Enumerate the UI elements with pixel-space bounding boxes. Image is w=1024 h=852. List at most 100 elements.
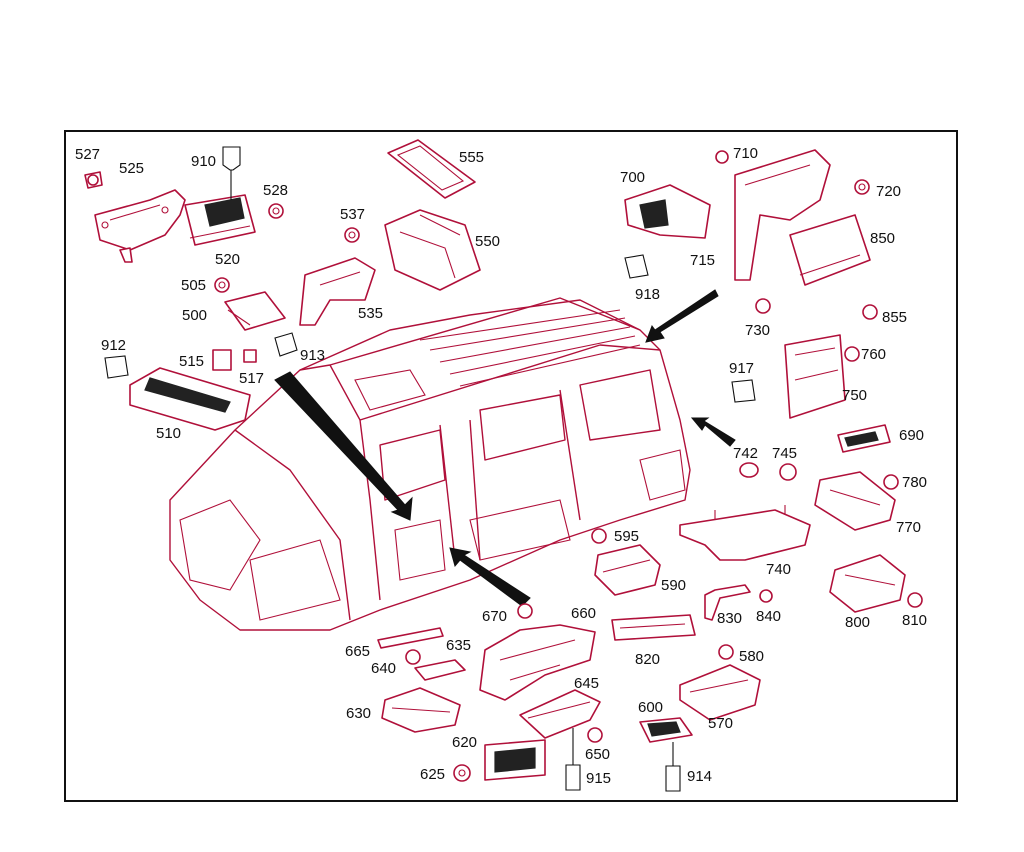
callout-830: 830 [717, 610, 742, 627]
part-520-module [184, 194, 256, 246]
callout-625: 625 [420, 766, 445, 783]
callout-750: 750 [842, 387, 867, 404]
part-517-fuse [243, 349, 257, 363]
callout-527: 527 [75, 146, 100, 163]
part-537-nut [344, 227, 360, 243]
part-800-module [829, 554, 906, 613]
callout-535: 535 [358, 305, 383, 322]
callout-770: 770 [896, 519, 921, 536]
part-650-nut [587, 727, 603, 743]
part-910-tag [222, 146, 241, 200]
part-855-screw [862, 304, 878, 320]
part-645-module [519, 689, 601, 739]
part-635-bracket [414, 659, 466, 681]
part-917-tag [731, 379, 756, 403]
part-555-tray [387, 139, 476, 199]
part-525-bracket [94, 189, 186, 263]
callout-800: 800 [845, 614, 870, 631]
part-810-nut [907, 592, 923, 608]
callout-505: 505 [181, 277, 206, 294]
part-600-module [639, 717, 693, 743]
part-720-nut [854, 179, 870, 195]
part-690-module [837, 424, 891, 453]
callout-520: 520 [215, 251, 240, 268]
part-912-tag [104, 355, 129, 379]
callout-550: 550 [475, 233, 500, 250]
callout-580: 580 [739, 648, 764, 665]
callout-745: 745 [772, 445, 797, 462]
callout-917: 917 [729, 360, 754, 377]
part-550-box [384, 209, 481, 291]
part-660-bracket [479, 624, 596, 701]
part-780-nut [883, 474, 899, 490]
callout-810: 810 [902, 612, 927, 629]
callout-720: 720 [876, 183, 901, 200]
callout-780: 780 [902, 474, 927, 491]
callout-670: 670 [482, 608, 507, 625]
part-630-module [381, 687, 461, 733]
callout-710: 710 [733, 145, 758, 162]
callout-742: 742 [733, 445, 758, 462]
callout-510: 510 [156, 425, 181, 442]
callout-855: 855 [882, 309, 907, 326]
part-570-module [679, 664, 761, 721]
callout-740: 740 [766, 561, 791, 578]
callout-517: 517 [239, 370, 264, 387]
part-715-bracket [734, 149, 831, 281]
callout-515: 515 [179, 353, 204, 370]
callout-912: 912 [101, 337, 126, 354]
part-745-nut [779, 463, 797, 481]
pointer-arrows [274, 289, 736, 607]
part-535-bracket [299, 257, 376, 326]
callout-640: 640 [371, 660, 396, 677]
arrow-to-roof-rear [645, 289, 719, 343]
part-770-module [814, 471, 896, 531]
callout-700: 700 [620, 169, 645, 186]
callout-660: 660 [571, 605, 596, 622]
callout-570: 570 [708, 715, 733, 732]
part-527-screw [84, 171, 103, 189]
callout-715: 715 [690, 252, 715, 269]
callout-630: 630 [346, 705, 371, 722]
callout-635: 635 [446, 637, 471, 654]
callout-528: 528 [263, 182, 288, 199]
part-590-module [594, 544, 661, 596]
callout-620: 620 [452, 734, 477, 751]
part-620-module [484, 739, 546, 781]
part-742-grommet [739, 462, 759, 478]
callout-labels: 527 525 910 528 520 555 537 550 535 505 … [75, 145, 927, 787]
part-750-module [784, 334, 846, 419]
callout-600: 600 [638, 699, 663, 716]
arrow-to-floor [449, 547, 531, 607]
part-710-washer [715, 150, 729, 164]
callout-500: 500 [182, 307, 207, 324]
callout-595: 595 [614, 528, 639, 545]
part-510-fuse-box [129, 367, 251, 431]
part-730-screw [755, 298, 771, 314]
part-505-nut [214, 277, 230, 293]
callout-918: 918 [635, 286, 660, 303]
callout-525: 525 [119, 160, 144, 177]
part-840-nut [759, 589, 773, 603]
part-625-nut [453, 764, 471, 782]
callout-913: 913 [300, 347, 325, 364]
callout-555: 555 [459, 149, 484, 166]
callout-914: 914 [687, 768, 712, 785]
vehicle-body-shell [169, 297, 691, 631]
part-820-module [611, 614, 696, 641]
part-918-tag [624, 254, 649, 279]
part-740-bracket [679, 505, 811, 561]
callout-915: 915 [586, 770, 611, 787]
callout-850: 850 [870, 230, 895, 247]
callout-690: 690 [899, 427, 924, 444]
part-700-module [624, 184, 711, 239]
part-528-nut [268, 203, 284, 219]
part-580-nut [718, 644, 734, 660]
part-760-nut [844, 346, 860, 362]
part-915-tag [565, 728, 581, 791]
diagram-frame [64, 130, 958, 802]
part-670-nut [517, 603, 533, 619]
part-595-nut [591, 528, 607, 544]
callout-645: 645 [574, 675, 599, 692]
